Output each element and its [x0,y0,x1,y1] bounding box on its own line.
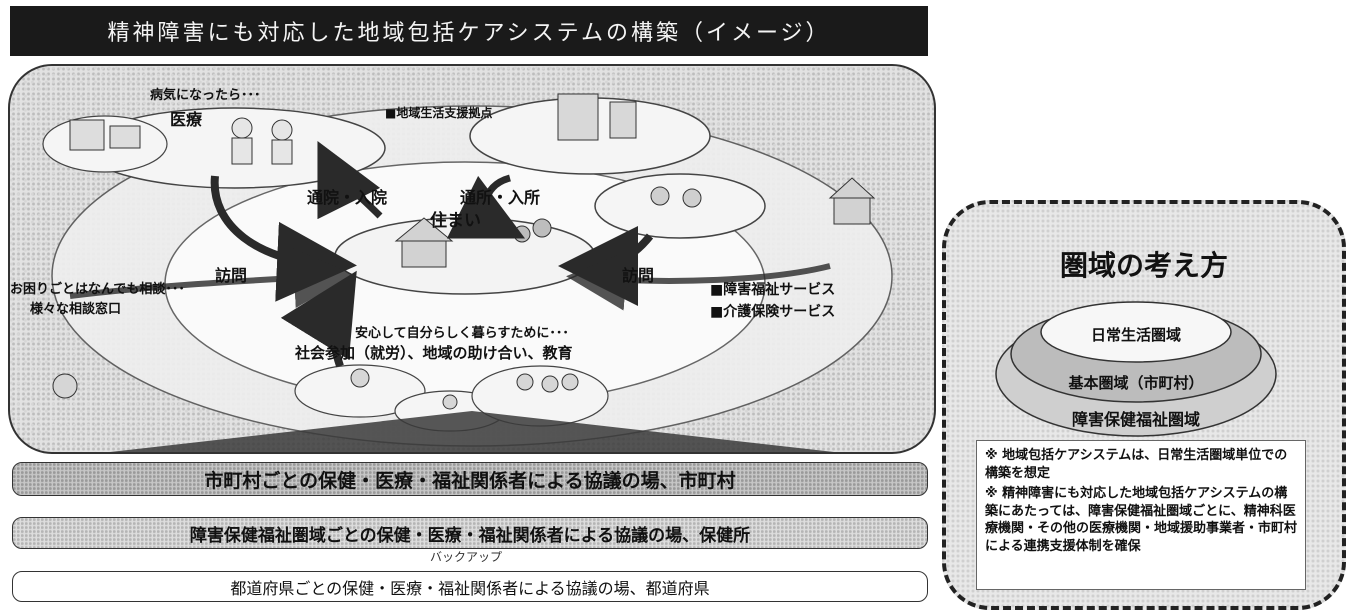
consultation-label-1: お困りごとはなんでも相談･･･ [10,282,185,297]
diagram-title: 精神障害にも対応した地域包括ケアシステムの構築（イメージ） [10,6,928,56]
outer-area-label: 障害保健福祉圏域 [1071,410,1200,429]
wheelchair-figures [650,186,702,208]
consultation-label-2: 様々な相談窓口 [30,302,122,317]
municipal-band: 市町村ごとの保健・医療・福祉関係者による協議の場、市町村 [12,462,928,496]
area-ellipses [995,301,1277,437]
arrow-support-to-housing [446,174,526,239]
area-concept-title: 圏域の考え方 [1059,249,1228,282]
support-building [557,93,637,141]
area-notes: ※ 地域包括ケアシステムは、日常生活圏域単位での構築を想定 ※ 精神障害にも対応… [976,440,1306,590]
welfare-services-label-2: ■介護保険サービス [710,304,836,320]
social-ellipse-1 [294,364,426,418]
arrow-welfare-to-housing [566,250,831,311]
hospital-building [69,119,141,151]
medical-label: 医療 [170,110,203,129]
admission-label: 通院・入院 [307,188,388,207]
social-label-2: 社会参加（就労）、地域の助け合い、教育 [295,344,573,362]
inner-area-label: 日常生活圏域 [1090,326,1181,344]
visit-left-label: 訪問 [215,266,248,285]
visit-right-label: 訪問 [622,266,655,285]
backup-label: バックアップ [430,550,503,564]
welfare-services-label-1: ■障害福祉サービス [710,282,836,298]
housing-label: 住まい [430,211,481,231]
arrow-to-bands [110,411,834,452]
arrow-housing-to-medical [317,140,383,220]
area-concept-panel: 圏域の考え方 日常生活圏域 基本圏域（市町村） 障害保健福祉圏域 ※ 地域包括ケ… [942,200,1346,610]
prefecture-band: 都道府県ごとの保健・医療・福祉関係者による協議の場、都道府県 [12,571,928,602]
inner-area-ellipse [1040,301,1232,363]
service-ellipse [594,173,766,239]
welfare-area-band: 障害保健福祉圏域ごとの保健・医療・福祉関係者による協議の場、保健所 [12,517,928,549]
house [394,177,876,268]
day-service-label: 通所・入所 [460,188,541,207]
doctor-figures [231,117,293,165]
social-label-1: 安心して自分らしく暮らすために･･･ [355,326,569,341]
middle-area-label: 基本圏域（市町村） [1068,374,1204,392]
people-figures [52,368,579,410]
support-center-label: ■地域生活支援拠点 [385,106,493,120]
hospital-ellipse [42,115,168,173]
note-2: ※ 精神障害にも対応した地域包括ケアシステムの構築にあたっては、障害保健福祉圏域… [985,486,1298,554]
note-1: ※ 地域包括ケアシステムは、日常生活圏域単位での構築を想定 [985,448,1288,481]
arrow-social-to-housing [280,270,357,368]
medical-condition-label: 病気になったら･･･ [150,88,261,103]
community-care-diagram: 病気になったら･･･ 医療 ■地域生活支援拠点 通院・入院 通所・入所 住まい … [8,64,936,454]
diagram-graphics [42,93,893,452]
